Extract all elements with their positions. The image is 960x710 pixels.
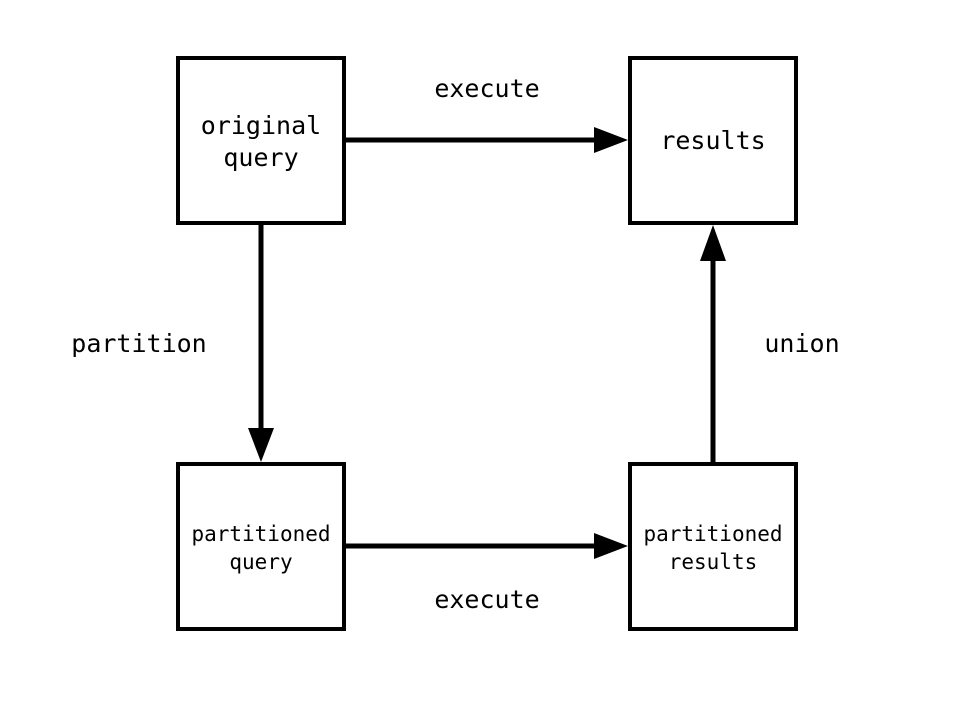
node-original-query-box [176,56,346,225]
edge-execute-bottom-arrowhead-icon [594,533,628,559]
node-original-query-line2: query [223,143,298,172]
node-original-query: original query [176,56,346,225]
node-partitioned-results-line1: partitioned [643,522,782,546]
edge-execute-bottom: execute [346,533,628,614]
edge-execute-top: execute [346,74,628,153]
node-original-query-line1: original [201,111,321,140]
edge-execute-top-arrowhead-icon [594,127,628,153]
node-partitioned-query-box [176,462,346,631]
node-results: results [628,56,798,225]
edge-union-arrowhead-icon [700,225,726,261]
node-partitioned-results-box [628,462,798,631]
node-partitioned-results-line2: results [669,550,758,574]
edge-execute-top-label: execute [434,74,539,103]
edge-partition-arrowhead-icon [248,428,274,462]
node-results-box [628,56,798,225]
edge-partition: partition [71,225,274,462]
node-results-label: results [660,126,765,155]
edge-union-label: union [764,329,839,358]
edge-partition-label: partition [71,329,206,358]
edge-union: union [700,225,840,462]
edge-execute-bottom-label: execute [434,585,539,614]
node-partitioned-query-line2: query [229,550,292,574]
node-partitioned-query-line1: partitioned [191,522,330,546]
node-partitioned-query: partitioned query [176,462,346,631]
node-partitioned-results: partitioned results [628,462,798,631]
